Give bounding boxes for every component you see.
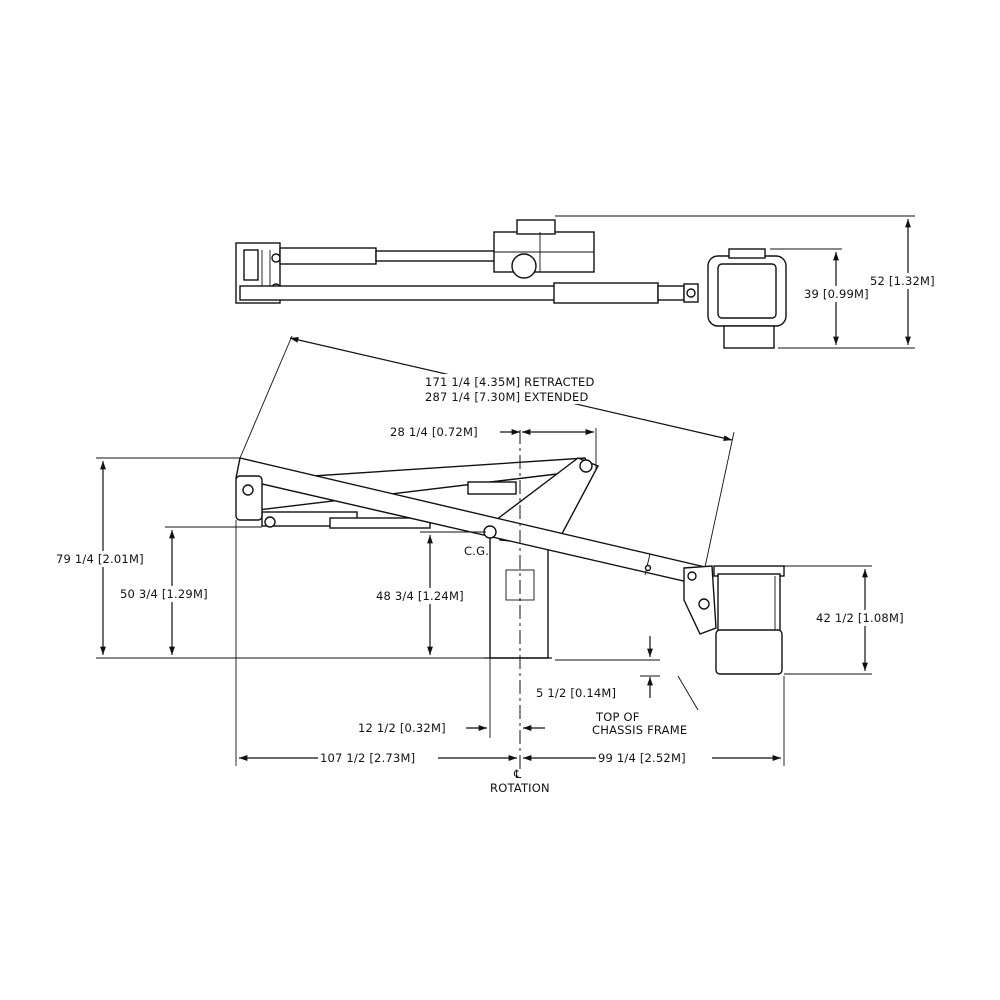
side-view <box>235 457 785 675</box>
dim-rear-height: 50 3/4 [1.29M] <box>120 587 208 601</box>
side-view-dimensions: 171 1/4 [4.35M] RETRACTED 287 1/4 [7.30M… <box>54 335 916 795</box>
top-view <box>235 219 787 349</box>
top-view-lower-boom <box>239 285 561 301</box>
dim-pivot-offset: 28 1/4 [0.72M] <box>390 425 478 439</box>
dim-frame-offset: 5 1/2 [0.14M] <box>536 686 616 700</box>
pedestal-post <box>489 529 549 659</box>
rear-knuckle <box>235 475 263 521</box>
top-view-upper-arm <box>279 247 377 265</box>
basket <box>713 565 785 675</box>
frame-label-line1: TOP OF <box>595 710 640 724</box>
rotation-label: ROTATION <box>490 781 550 795</box>
dim-rear-length: 107 1/2 [2.73M] <box>320 751 415 765</box>
dim-front-length: 99 1/4 [2.52M] <box>598 751 686 765</box>
dim-cg-offset: 12 1/2 [0.32M] <box>358 721 446 735</box>
dim-boom-extended: 287 1/4 [7.30M] EXTENDED <box>425 390 589 404</box>
dim-boom-retracted: 171 1/4 [4.35M] RETRACTED <box>425 375 595 389</box>
dim-pivot-height: 48 3/4 [1.24M] <box>376 589 464 603</box>
rotation-symbol: ℄ <box>513 767 522 781</box>
dim-top-height-overall: 52 [1.32M] <box>870 274 935 288</box>
dim-top-height-basket: 39 [0.99M] <box>804 287 869 301</box>
top-view-dimensions: 39 [0.99M] 52 [1.32M] <box>555 215 944 349</box>
cg-label: C.G. <box>464 544 489 558</box>
dim-overall-height: 79 1/4 [2.01M] <box>56 552 144 566</box>
dim-basket-height: 42 1/2 [1.08M] <box>816 611 904 625</box>
frame-label-line2: CHASSIS FRAME <box>592 723 687 737</box>
